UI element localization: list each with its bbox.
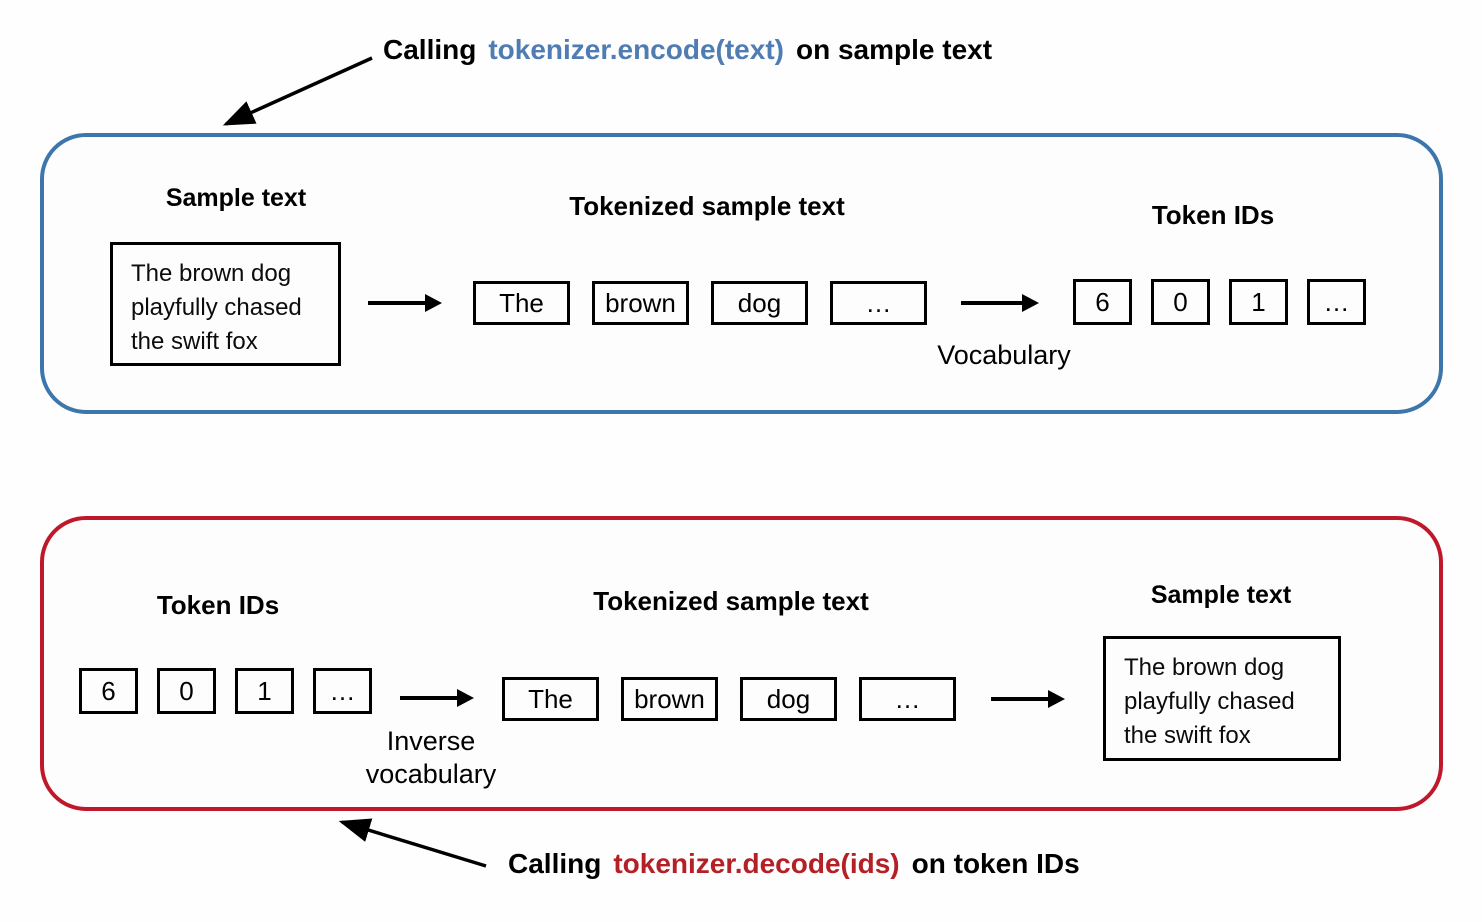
decode-token-row: The brown dog … (502, 677, 956, 721)
encode-caption-suffix: on sample text (795, 34, 993, 65)
inverse-vocabulary-label: Inverse vocabulary (365, 726, 497, 789)
arrow-head-icon (1022, 294, 1039, 312)
decode-caption-arrow (338, 818, 487, 868)
decode-caption-code: tokenizer.decode(ids) (613, 848, 900, 879)
encode-arrow-1 (368, 294, 442, 312)
token-box: dog (711, 281, 808, 325)
encode-token-ids-label: Token IDs (1151, 200, 1275, 230)
token-id-box: 0 (157, 668, 216, 714)
arrow-shaft (961, 301, 1026, 305)
encode-caption-prefix: Calling (383, 34, 477, 65)
token-id-box: 6 (79, 668, 138, 714)
decode-token-ids-label: Token IDs (156, 590, 280, 620)
token-box: brown (592, 281, 689, 325)
decode-tokenized-label: Tokenized sample text (593, 586, 869, 616)
token-box-ellipsis: … (859, 677, 956, 721)
decode-token-id-row: 6 0 1 … (79, 668, 372, 714)
arrow-shaft (368, 301, 429, 305)
token-id-box-ellipsis: … (313, 668, 372, 714)
encode-token-row: The brown dog … (473, 281, 927, 325)
encode-token-id-row: 6 0 1 … (1073, 279, 1366, 325)
arrow-head-icon (457, 689, 474, 707)
encode-tokenized-label: Tokenized sample text (569, 191, 845, 221)
token-id-box: 6 (1073, 279, 1132, 325)
decode-arrow-2 (991, 690, 1065, 708)
decode-sample-text-box: The brown dog playfully chased the swift… (1103, 636, 1341, 761)
token-id-box-ellipsis: … (1307, 279, 1366, 325)
token-box: The (502, 677, 599, 721)
decode-caption: Calling tokenizer.decode(ids) on token IDs (508, 848, 1080, 880)
vocabulary-label: Vocabulary (937, 340, 1071, 370)
token-id-box: 0 (1151, 279, 1210, 325)
decode-sample-text-label: Sample text (1150, 581, 1292, 609)
decode-caption-suffix: on token IDs (911, 848, 1080, 879)
encode-caption: Calling tokenizer.encode(text) on sample t… (383, 34, 992, 66)
arrow-shaft (991, 697, 1052, 701)
encode-arrow-2 (961, 294, 1039, 312)
token-id-box: 1 (235, 668, 294, 714)
arrow-head-icon (1048, 690, 1065, 708)
encode-sample-text-box: The brown dog playfully chased the swift… (110, 242, 341, 366)
token-box-ellipsis: … (830, 281, 927, 325)
encode-caption-code: tokenizer.encode(text) (488, 34, 784, 65)
arrow-shaft (400, 696, 461, 700)
decode-caption-prefix: Calling (508, 848, 602, 879)
encode-sample-text-label: Sample text (165, 184, 307, 212)
token-id-box: 1 (1229, 279, 1288, 325)
encode-caption-arrow (222, 56, 373, 126)
arrow-head-icon (425, 294, 442, 312)
decode-arrow-1 (400, 689, 474, 707)
token-box: brown (621, 677, 718, 721)
token-box: The (473, 281, 570, 325)
token-box: dog (740, 677, 837, 721)
